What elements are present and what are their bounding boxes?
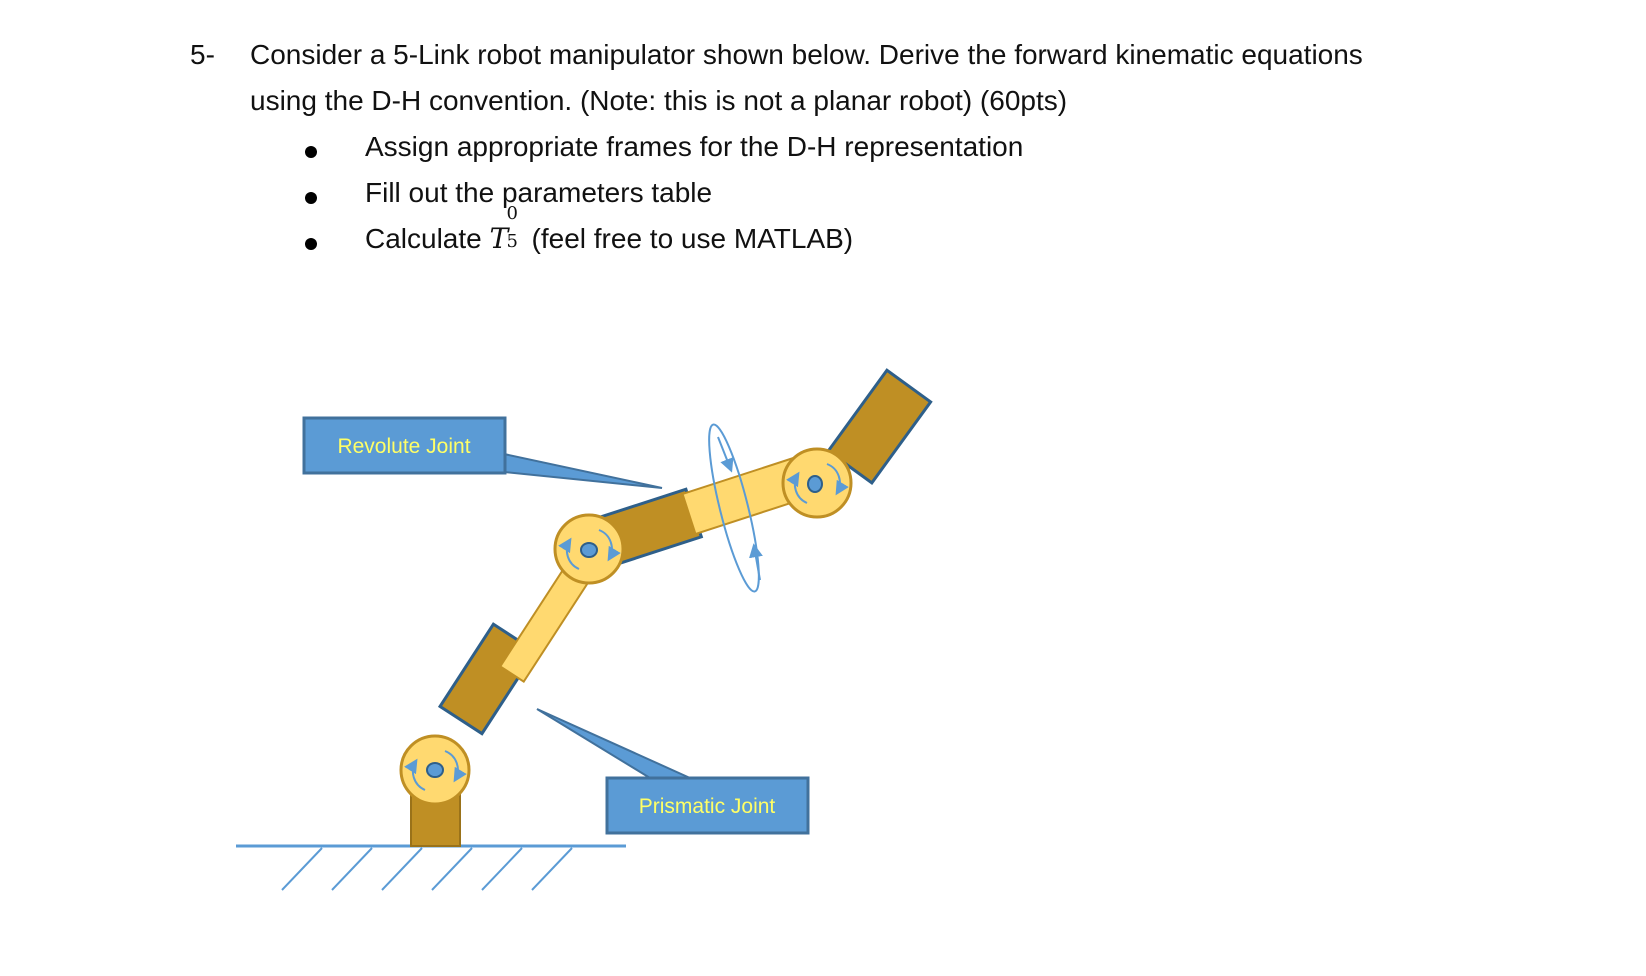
calculate-suffix: (feel free to use MATLAB) xyxy=(531,223,854,254)
bullet-dot xyxy=(305,238,317,250)
twist-arrow-bottom xyxy=(749,543,763,581)
callout-revolute-pointer xyxy=(503,452,663,489)
ground-hatching xyxy=(281,847,573,891)
callout-revolute-box xyxy=(302,416,507,475)
question-line-1: Consider a 5-Link robot manipulator show… xyxy=(250,39,1363,70)
callout-prismatic-pointer xyxy=(536,708,691,779)
bullet-assign-frames: Assign appropriate frames for the D-H re… xyxy=(365,131,1024,162)
link-end-effector xyxy=(826,368,933,485)
bullet-dot xyxy=(305,146,317,158)
joint-base xyxy=(399,734,471,806)
callout-prismatic: Prismatic Joint xyxy=(536,708,810,835)
question-block: 5- Consider a 5-Link robot manipulator s… xyxy=(0,0,1646,290)
callout-revolute: Revolute Joint xyxy=(302,416,663,489)
ground xyxy=(236,844,626,891)
transform-subscript: 5 xyxy=(506,231,518,252)
callout-prismatic-label: Prismatic Joint xyxy=(639,795,776,818)
question-line-2: using the D-H convention. (Note: this is… xyxy=(250,85,1068,116)
joint-middle xyxy=(553,513,625,585)
transform-base: T xyxy=(489,222,509,255)
callout-prismatic-box xyxy=(605,776,810,835)
twist-arrow-top xyxy=(717,436,734,473)
joint-upper xyxy=(781,447,853,519)
twist-rotation-indicator xyxy=(708,423,763,593)
transform-superscript: 0 xyxy=(506,203,518,224)
bullet-dot xyxy=(305,192,317,204)
bullet-parameters-table: Fill out the parameters table xyxy=(365,177,713,208)
callout-revolute-label: Revolute Joint xyxy=(337,435,470,458)
calculate-prefix: Calculate xyxy=(365,223,482,254)
twist-ellipse xyxy=(708,423,760,593)
question-number: 5- xyxy=(190,39,215,70)
